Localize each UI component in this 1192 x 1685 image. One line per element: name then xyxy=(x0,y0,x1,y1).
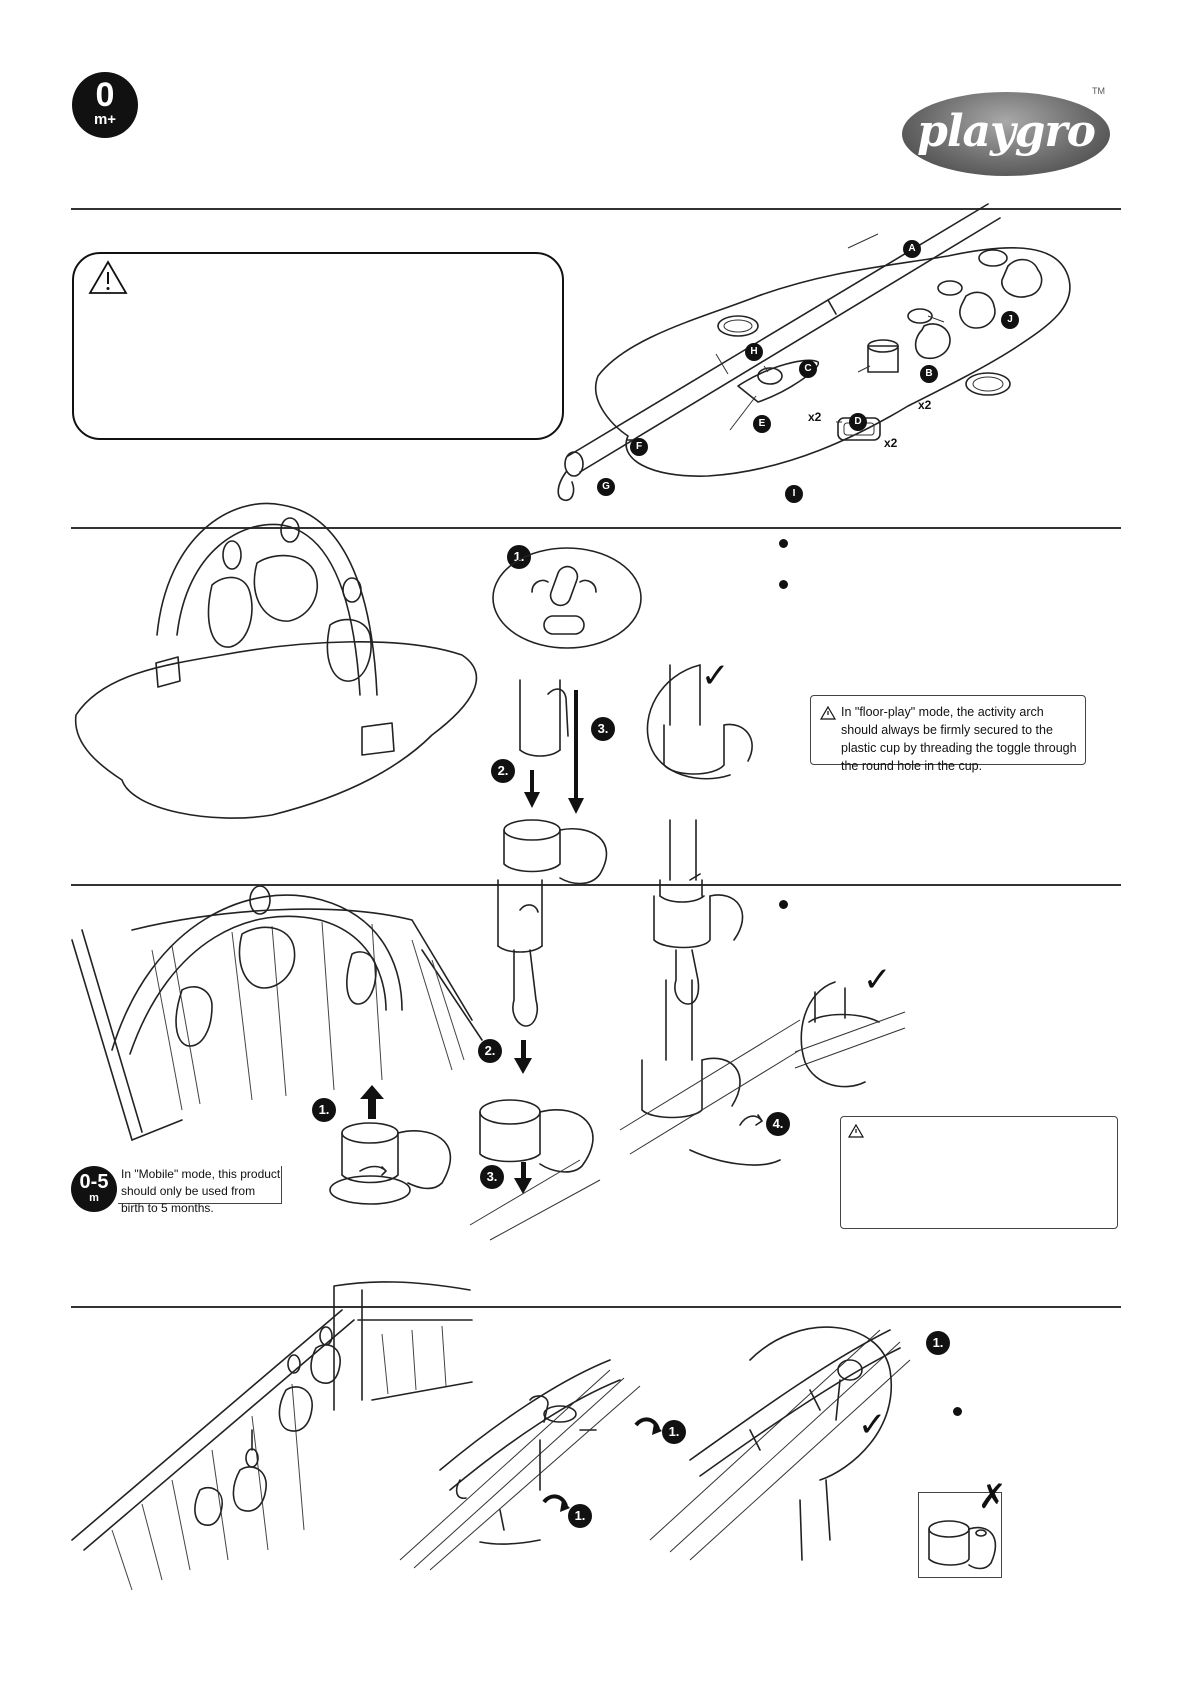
mobile-step-1-left-badge: 1. xyxy=(312,1098,336,1122)
age-badge-0-5-unit: m xyxy=(89,1192,99,1204)
rail-step-1-badge-a: 1. xyxy=(662,1420,686,1444)
floor-secured-detail-bubble xyxy=(646,664,753,780)
section-divider-4 xyxy=(71,1306,1121,1308)
incorrect-cup-use-panel xyxy=(918,1492,1002,1578)
part-label-h: H xyxy=(745,343,763,361)
mobile-step-4-cot-rail-clip xyxy=(619,819,801,1166)
warning-box-main xyxy=(72,252,564,440)
floor-correct-checkmark: ✓ xyxy=(701,656,730,696)
floor-step-2-badge: 2. xyxy=(491,759,515,783)
mobile-correct-checkmark: ✓ xyxy=(863,960,892,1000)
rotate-arrow-icon xyxy=(542,1494,570,1512)
part-qty-e: x2 xyxy=(808,410,822,424)
part-label-i: I xyxy=(785,485,803,503)
age-badge-0-5-number: 0-5 xyxy=(79,1171,109,1193)
part-label-j: J xyxy=(1001,311,1019,329)
part-label-f: F xyxy=(630,438,648,456)
mobile-mode-warning-note xyxy=(840,1116,1118,1229)
part-label-a: A xyxy=(903,240,921,258)
age-badge-number: 0 xyxy=(95,76,115,114)
parts-overview-illustration xyxy=(557,203,1071,502)
rail-instruction-step-1-badge: 1. xyxy=(926,1331,950,1355)
mobile-secured-detail-bubble xyxy=(794,981,906,1088)
floor-play-gym-illustration xyxy=(74,502,478,819)
cup-incorrect-illustration xyxy=(928,1520,997,1570)
age-badge-0m-plus: 0 m+ xyxy=(72,72,138,138)
floor-instruction-bullet-1 xyxy=(779,539,788,548)
warning-triangle-icon xyxy=(88,260,128,294)
part-qty-b: x2 xyxy=(918,398,932,412)
age-badge-unit: m+ xyxy=(93,111,117,128)
warning-triangle-icon xyxy=(819,705,837,720)
floor-instruction-bullet-2 xyxy=(779,580,788,589)
mobile-step-1-remove-base xyxy=(329,1085,452,1205)
logo-wordmark: playgro xyxy=(917,106,1096,157)
trademark-symbol: TM xyxy=(1092,86,1105,96)
section-divider-1 xyxy=(71,208,1121,210)
part-label-g: G xyxy=(597,478,615,496)
mobile-step-2-3-cup-attach xyxy=(469,879,601,1241)
section-divider-2 xyxy=(71,527,1121,529)
rotate-arrow-icon xyxy=(634,1417,662,1435)
rail-instruction-bullet-1 xyxy=(953,1407,962,1416)
floor-step-1-detail-bubble xyxy=(492,547,642,649)
playgro-logo: playgro xyxy=(902,92,1112,178)
part-label-d: D xyxy=(849,413,867,431)
part-qty-d: x2 xyxy=(884,436,898,450)
mobile-step-3-badge: 3. xyxy=(480,1165,504,1189)
cot-rail-secured-step xyxy=(649,1326,911,1561)
part-label-e: E xyxy=(753,415,771,433)
warning-triangle-icon xyxy=(847,1123,865,1138)
mobile-mode-cot-illustration xyxy=(71,885,483,1141)
mobile-step-2-badge: 2. xyxy=(478,1039,502,1063)
rail-step-1-badge-b: 1. xyxy=(568,1504,592,1528)
floor-play-warning-note: In "floor-play" mode, the activity arch … xyxy=(810,695,1086,773)
part-label-c: C xyxy=(799,360,817,378)
mobile-step-4-badge: 4. xyxy=(766,1112,790,1136)
part-label-b: B xyxy=(920,365,938,383)
logo-oval xyxy=(902,92,1110,176)
floor-play-warning-text: In "floor-play" mode, the activity arch … xyxy=(841,705,1077,773)
mobile-mode-age-note: In "Mobile" mode, this product should on… xyxy=(118,1166,282,1215)
section-divider-3 xyxy=(71,884,1121,886)
floor-step-3-badge: 3. xyxy=(591,717,615,741)
incorrect-cross-mark: ✗ xyxy=(978,1477,1007,1517)
rail-correct-checkmark: ✓ xyxy=(858,1405,887,1445)
cot-rail-toys-illustration xyxy=(71,1281,473,1591)
cot-rail-strap-wrap-step xyxy=(399,1359,641,1571)
age-badge-0-5-months: 0-5 m xyxy=(71,1166,117,1212)
mobile-instruction-bullet-1 xyxy=(779,900,788,909)
floor-step-2-3-cup-attach xyxy=(503,679,608,885)
